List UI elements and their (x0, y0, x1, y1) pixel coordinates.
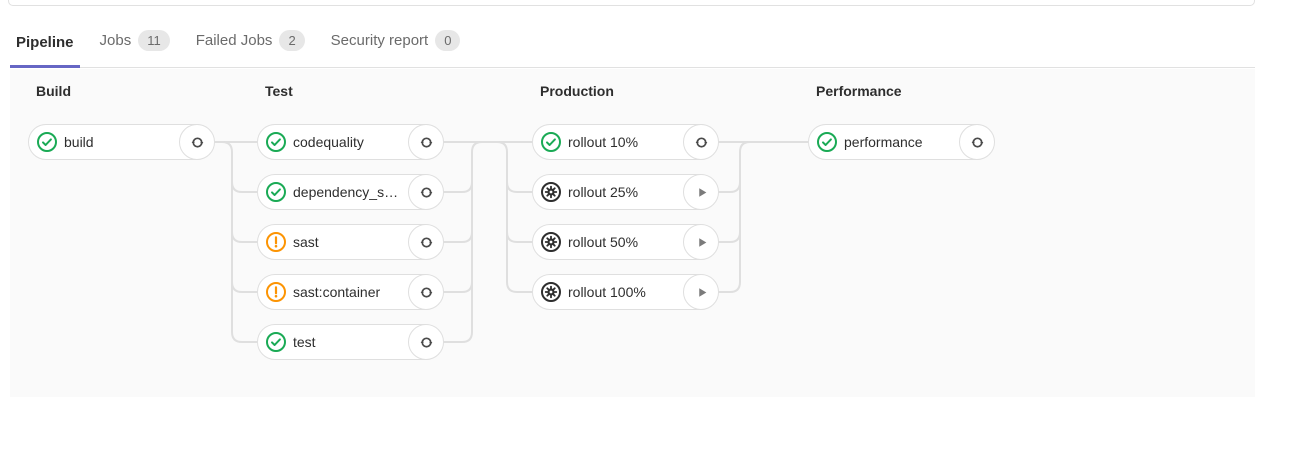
play-button[interactable] (683, 224, 719, 260)
pipeline-tabs: Pipeline Jobs 11 Failed Jobs 2 Security … (10, 6, 1255, 68)
job-pill[interactable]: rollout 50% (532, 224, 719, 260)
status-success-icon (265, 181, 287, 203)
job-pill[interactable]: rollout 10% (532, 124, 719, 160)
stage-header-test: Test (265, 83, 293, 99)
retry-button[interactable] (408, 174, 444, 210)
status-success-icon (265, 331, 287, 353)
retry-button[interactable] (959, 124, 995, 160)
retry-button[interactable] (683, 124, 719, 160)
job-name: rollout 100% (568, 284, 646, 300)
status-success-icon (265, 131, 287, 153)
retry-button[interactable] (408, 324, 444, 360)
stage-header-performance: Performance (816, 83, 902, 99)
job-name: rollout 25% (568, 184, 639, 200)
pipeline-graph: Build build Test codequality dependency_… (10, 69, 1255, 397)
job-pill[interactable]: dependency_s… (257, 174, 444, 210)
tab-failed-jobs-label: Failed Jobs (195, 32, 273, 49)
tab-security-report-label: Security report (330, 32, 429, 49)
status-warning-icon (265, 231, 287, 253)
retry-button[interactable] (408, 124, 444, 160)
retry-button[interactable] (408, 274, 444, 310)
tab-security-report-count-badge: 0 (435, 30, 461, 51)
job-name: rollout 10% (568, 134, 639, 150)
job-pill[interactable]: rollout 25% (532, 174, 719, 210)
job-pill[interactable]: test (257, 324, 444, 360)
job-name: codequality (293, 134, 364, 150)
status-warning-icon (265, 281, 287, 303)
status-manual-icon (540, 181, 562, 203)
status-manual-icon (540, 231, 562, 253)
tab-failed-jobs-count-badge: 2 (279, 30, 305, 51)
play-button[interactable] (683, 174, 719, 210)
content-panel-bottom-edge (8, 0, 1255, 6)
tab-jobs-count-badge: 11 (138, 30, 170, 51)
status-success-icon (36, 131, 58, 153)
stage-header-production: Production (540, 83, 614, 99)
retry-button[interactable] (179, 124, 215, 160)
job-name: sast:container (293, 284, 381, 300)
tab-jobs[interactable]: Jobs 11 (94, 15, 176, 68)
status-success-icon (816, 131, 838, 153)
tab-pipeline[interactable]: Pipeline (10, 19, 80, 68)
job-pill[interactable]: build (28, 124, 215, 160)
job-pill[interactable]: sast (257, 224, 444, 260)
stage-header-build: Build (36, 83, 71, 99)
tab-pipeline-label: Pipeline (16, 34, 74, 51)
job-name: performance (844, 134, 923, 150)
tab-jobs-label: Jobs (99, 32, 132, 49)
job-pill[interactable]: codequality (257, 124, 444, 160)
job-pill[interactable]: rollout 100% (532, 274, 719, 310)
play-button[interactable] (683, 274, 719, 310)
job-name: rollout 50% (568, 234, 639, 250)
status-manual-icon (540, 281, 562, 303)
tab-failed-jobs[interactable]: Failed Jobs 2 (190, 15, 311, 68)
retry-button[interactable] (408, 224, 444, 260)
job-name: test (293, 334, 316, 350)
job-name: sast (293, 234, 319, 250)
job-pill[interactable]: performance (808, 124, 995, 160)
job-pill[interactable]: sast:container (257, 274, 444, 310)
tab-security-report[interactable]: Security report 0 (325, 15, 467, 68)
job-name: build (64, 134, 94, 150)
status-success-icon (540, 131, 562, 153)
job-name: dependency_s… (293, 184, 399, 200)
